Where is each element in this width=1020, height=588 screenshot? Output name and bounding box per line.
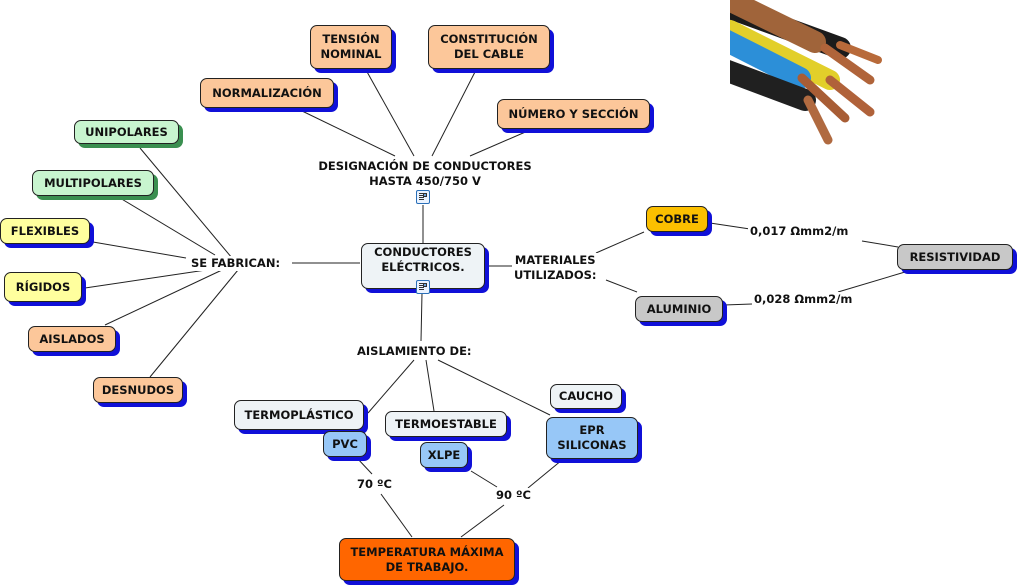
link [425,359,435,412]
node-termoestable[interactable]: TERMOESTABLE [385,411,507,437]
link [470,470,498,488]
node-rigidos[interactable]: RÍGIDOS [4,272,82,302]
node-caucho[interactable]: CAUCHO [550,384,622,409]
node-cobre[interactable]: COBRE [646,206,708,232]
document-icon[interactable] [416,280,430,294]
link [367,359,415,414]
link [149,269,239,378]
node-desnudos[interactable]: DESNUDOS [93,377,183,403]
node-unipolares[interactable]: UNIPOLARES [74,120,179,144]
label-resistividad-cobre[interactable]: 0,017 Ωmm2/m [748,224,851,239]
link [365,69,415,157]
link [861,240,899,248]
label-se-fabrican[interactable]: SE FABRICAN: [189,256,283,271]
link [420,292,423,342]
link [437,359,551,416]
node-constitucion-cable[interactable]: CONSTITUCIÓN DEL CABLE [428,25,550,69]
node-normalizacion[interactable]: NORMALIZACIÓN [200,78,334,108]
label-resistividad-aluminio[interactable]: 0,028 Ωmm2/m [752,292,855,307]
node-xlpe[interactable]: XLPE [420,442,468,468]
link [119,197,216,256]
cable-photo [730,0,882,145]
node-aluminio[interactable]: ALUMINIO [635,296,723,322]
node-flexibles[interactable]: FLEXIBLES [0,218,90,244]
link [380,493,413,538]
link [299,109,396,157]
node-aislados[interactable]: AISLADOS [28,326,116,352]
link [92,241,187,259]
link [527,459,563,489]
node-epr-siliconas[interactable]: EPR SILICONAS [546,417,638,459]
link [431,69,477,157]
link [104,269,223,326]
label-materiales-utilizados[interactable]: MATERIALES UTILIZADOS: [512,253,599,283]
link [595,231,645,254]
link [84,269,207,289]
link [709,222,751,230]
label-90c[interactable]: 90 ºC [494,488,533,503]
label-70c[interactable]: 70 ºC [355,477,394,492]
node-multipolares[interactable]: MULTIPOLARES [32,170,154,196]
node-temperatura-maxima[interactable]: TEMPERATURA MÁXIMA DE TRABAJO. [339,538,515,581]
link [723,303,753,306]
link [469,129,531,157]
document-icon[interactable] [416,190,430,204]
node-numero-seccion[interactable]: NÚMERO Y SECCIÓN [497,99,650,129]
link [837,271,906,293]
node-tension-nominal[interactable]: TENSIÓN NOMINAL [310,25,392,69]
link [139,147,233,259]
node-pvc[interactable]: PVC [323,431,367,457]
link [460,504,505,538]
link [605,279,638,293]
link [356,457,373,475]
label-aislamiento[interactable]: AISLAMIENTO DE: [355,344,474,359]
node-termoplastico[interactable]: TERMOPLÁSTICO [234,400,364,430]
label-designacion[interactable]: DESIGNACIÓN DE CONDUCTORES HASTA 450/750… [308,159,542,189]
node-resistividad[interactable]: RESISTIVIDAD [897,244,1013,270]
